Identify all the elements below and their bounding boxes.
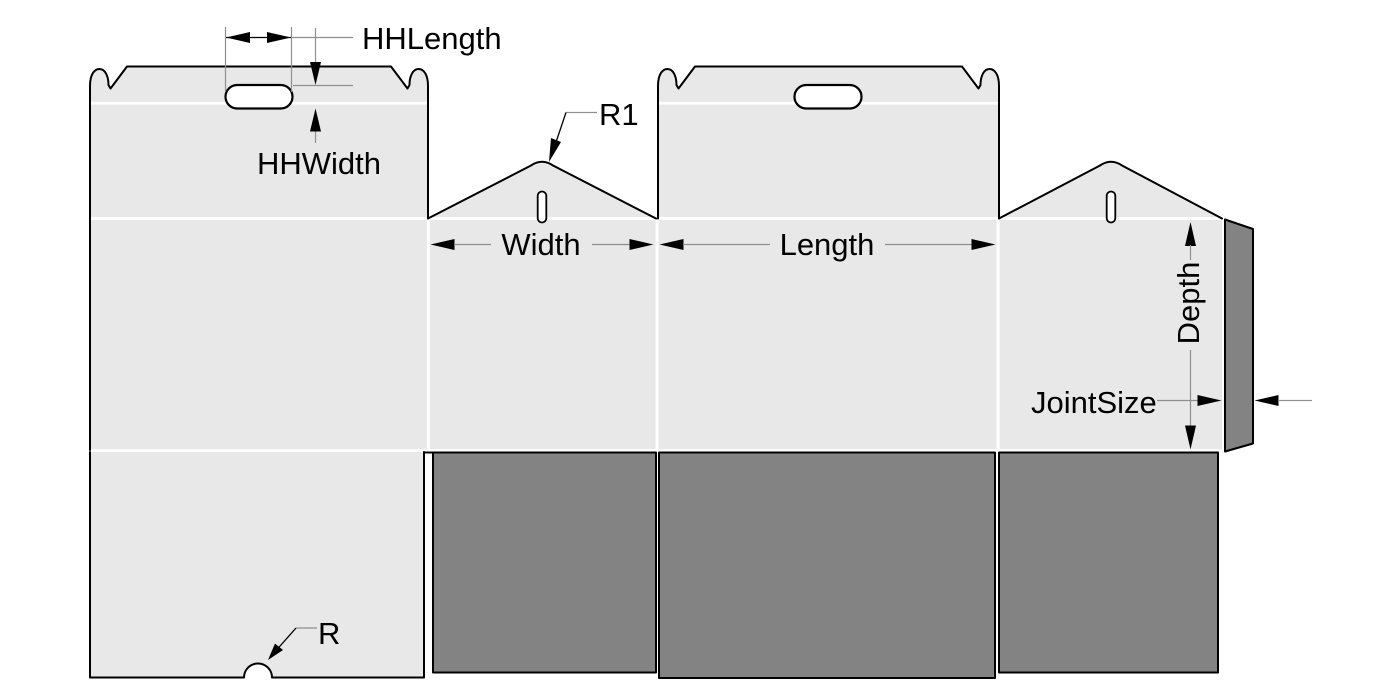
back-panel-outline (89, 65, 429, 451)
dimension-width (430, 239, 654, 250)
r-arrowhead (268, 643, 283, 660)
hhlength-label: HHLength (362, 21, 502, 56)
r-label: R (318, 616, 340, 651)
width-arrow-left (430, 239, 455, 250)
side-panel-left (428, 161, 656, 450)
width-label: Width (501, 227, 580, 262)
bottom-flap-side-left-outline (423, 451, 657, 674)
glue-joint-flap-outline (1224, 218, 1254, 453)
callout-r (268, 627, 317, 660)
dimension-hhwidth (293, 28, 353, 143)
dust-flap-left-outline (427, 160, 657, 220)
length-label: Length (780, 227, 875, 262)
hhwidth-label: HHWidth (257, 146, 381, 181)
dimension-depth (1185, 222, 1196, 450)
fold-line-sideleft-front (655, 219, 659, 450)
cutouts (224, 83, 1117, 224)
handle-hole-back (224, 83, 294, 110)
dust-flap-right-outline (998, 160, 1223, 220)
depth-arrow-up (1185, 222, 1196, 246)
hhlength-arrow-left (226, 32, 250, 43)
back-panel (90, 66, 428, 450)
dimension-hhlength (224, 27, 353, 92)
jointsize-arrow-right (1254, 395, 1279, 406)
jointsize-arrow-left (1197, 395, 1222, 406)
depth-label: Depth (1171, 262, 1206, 345)
length-arrow-right (971, 239, 996, 250)
panel-fills (90, 66, 1253, 678)
r1-label: R1 (599, 97, 639, 132)
depth-arrow-down (1185, 425, 1196, 450)
hhlength-arrow-right (267, 32, 291, 43)
hhwidth-arrow-down (310, 62, 321, 85)
front-panel (658, 66, 999, 450)
bottom-flap-side-right (999, 452, 1218, 673)
bottom-flap-front-outline (658, 451, 996, 679)
dimension-length (659, 239, 996, 250)
cut-outlines (89, 65, 1254, 679)
thumb-slot-left (536, 190, 548, 224)
dimension-jointsize (1157, 395, 1312, 406)
fold-line-bottom-body (90, 449, 1221, 452)
side-panel-right (999, 161, 1222, 450)
callout-r1 (549, 111, 597, 162)
fold-line-back-sideleft (426, 219, 430, 450)
glue-joint-flap (1225, 219, 1253, 452)
bottom-flap-back-outline (89, 451, 425, 679)
width-arrow-right (629, 239, 654, 250)
dimension-labels: HHLength HHWidth R1 Width Length Depth J… (257, 21, 1206, 651)
thumb-slot-right (1105, 190, 1117, 224)
fold-line-front-sideright (996, 219, 1000, 450)
front-panel-outline (657, 65, 1000, 220)
length-arrow-left (659, 239, 684, 250)
r1-arrowhead (549, 138, 561, 162)
hhwidth-arrow-up (310, 108, 321, 132)
bottom-flap-back (90, 452, 424, 678)
bottom-flap-side-right-outline (998, 451, 1219, 674)
bottom-flap-front (659, 452, 995, 678)
jointsize-label: JointSize (1031, 385, 1157, 420)
bottom-flap-side-left (433, 452, 656, 673)
handle-hole-front (793, 83, 863, 110)
